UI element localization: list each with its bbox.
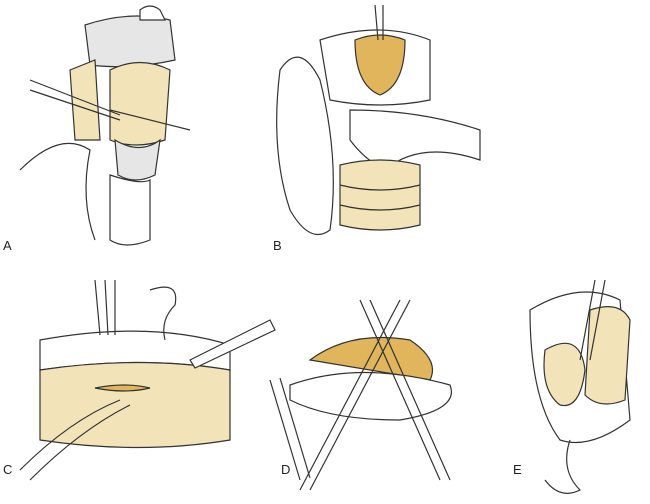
panel-label-e: E (513, 462, 522, 477)
panel-b-drawing (276, 4, 481, 235)
panel-c-drawing (19, 279, 276, 481)
panel-label-d: D (281, 462, 291, 477)
panel-e-drawing (529, 279, 631, 494)
panel-label-b: B (273, 238, 282, 253)
panel-label-c: C (3, 462, 13, 477)
panel-d-drawing (269, 299, 452, 491)
panel-label-a: A (3, 238, 12, 253)
panel-a-drawing (19, 5, 191, 246)
